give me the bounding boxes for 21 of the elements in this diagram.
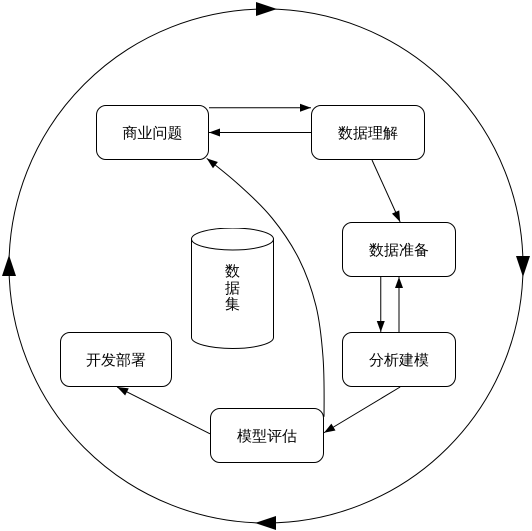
arrow	[116, 386, 210, 434]
process-box	[210, 408, 324, 463]
arrow	[208, 128, 312, 136]
arrow	[395, 276, 403, 332]
arrow	[208, 104, 312, 112]
process-box	[60, 332, 172, 387]
process-box	[342, 222, 456, 277]
step-label: 数据理解	[338, 124, 398, 142]
step-label: 数据准备	[369, 240, 429, 258]
curved-arrow	[206, 158, 325, 418]
arrow	[376, 276, 385, 332]
process-box	[342, 332, 456, 387]
step-label: 开发部署	[86, 350, 146, 368]
step-label: 分析建模	[369, 350, 429, 368]
process-box	[311, 105, 425, 160]
cylinder-label: 数据集	[225, 263, 240, 312]
process-box	[96, 105, 209, 160]
step-label: 商业问题	[122, 124, 182, 142]
arrow	[324, 386, 401, 434]
step-label: 模型评估	[237, 426, 297, 444]
arrow	[372, 160, 401, 222]
